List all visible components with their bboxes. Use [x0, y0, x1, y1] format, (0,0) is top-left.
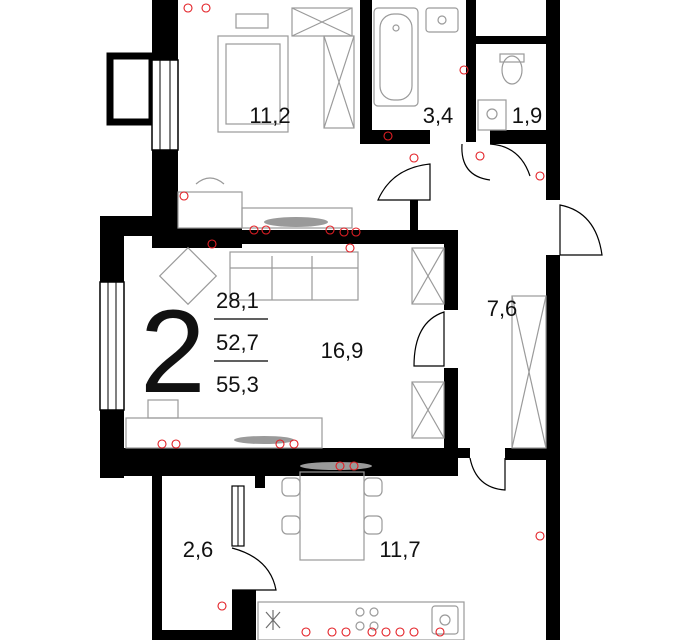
storage-window	[231, 485, 245, 547]
area-with-balcony-value: 55,3	[216, 372, 259, 397]
room-area-bathroom: 3,4	[423, 103, 454, 128]
living-window	[99, 281, 125, 411]
rooms-count: 2	[140, 286, 206, 418]
doors	[231, 143, 603, 591]
room-area-storage: 2,6	[183, 537, 214, 562]
total-area-value: 52,7	[216, 330, 259, 355]
room-area-hallway: 7,6	[487, 296, 518, 321]
balcony	[106, 52, 179, 151]
hallway-furniture	[511, 295, 547, 449]
apartment-summary: 2 28,1 52,7 55,3	[140, 286, 268, 418]
living-area-value: 28,1	[216, 288, 259, 313]
room-area-toilet: 1,9	[512, 103, 543, 128]
sockets	[157, 3, 545, 637]
kitchen-furniture	[257, 462, 465, 640]
room-area-bedroom: 11,2	[249, 103, 290, 128]
bathroom-fixtures	[373, 7, 525, 131]
room-area-kitchen: 11,7	[379, 537, 420, 562]
room-area-living-room: 16,9	[321, 338, 364, 363]
bedroom-furniture	[177, 7, 355, 229]
living-furniture	[125, 246, 445, 449]
